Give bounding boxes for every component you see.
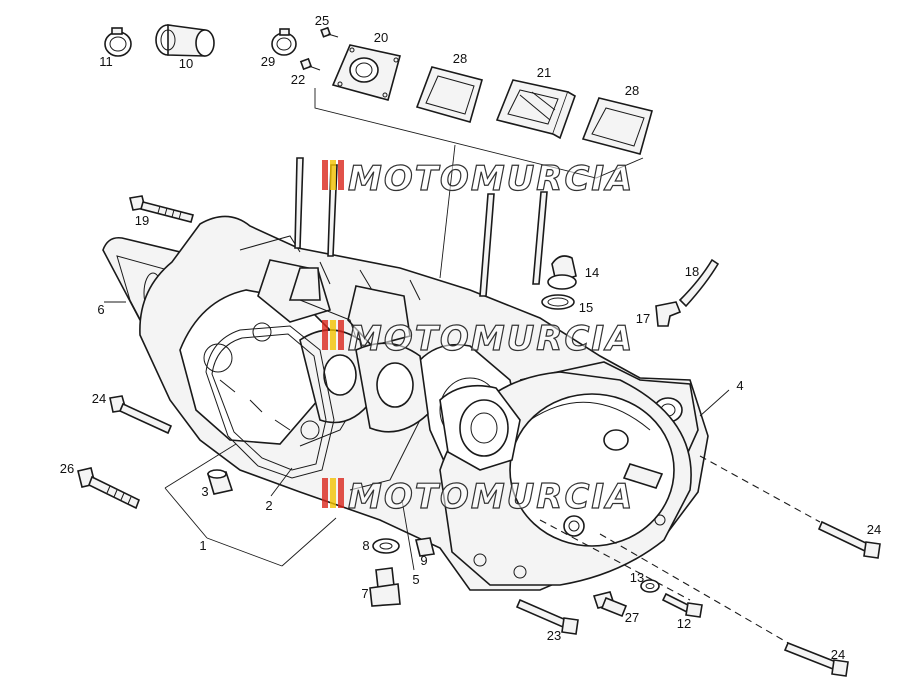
watermark-text: MOTOMURCIA <box>348 159 634 199</box>
part-11-hose-clamp <box>104 27 132 57</box>
watermark-middle: MOTOMURCIA <box>322 318 634 360</box>
watermark-logo-yellow-bar <box>330 160 336 190</box>
part-22-screw <box>299 57 321 71</box>
watermark-logo-red-bar <box>338 160 344 190</box>
watermark-text: MOTOMURCIA <box>348 319 634 359</box>
callout-10: 10 <box>179 56 193 71</box>
part-9-dowel <box>415 537 435 557</box>
part-24-bolt-right-lower <box>783 641 849 677</box>
callout-29: 29 <box>261 54 275 69</box>
part-3-dowel <box>206 469 234 495</box>
watermark-logo-red-bar <box>338 320 344 350</box>
part-13-washer <box>640 579 660 593</box>
callout-6: 6 <box>97 302 104 317</box>
callout-15: 15 <box>579 300 593 315</box>
crankshaft <box>299 329 429 433</box>
callout-24-left: 24 <box>92 391 106 406</box>
callout-12: 12 <box>677 616 691 631</box>
part-26-bolt <box>77 467 141 510</box>
callout-7: 7 <box>361 586 368 601</box>
part-10-intake-sleeve <box>155 24 215 57</box>
watermark-text: MOTOMURCIA <box>348 477 634 517</box>
watermark-bottom: MOTOMURCIA <box>322 476 634 518</box>
callout-labels: 1 2 3 4 5 6 7 8 9 10 11 12 13 14 15 17 1… <box>60 13 881 662</box>
part-27-drain-plug <box>592 591 628 618</box>
part-25-screw <box>320 26 339 38</box>
callout-14: 14 <box>585 265 599 280</box>
part-14-filler-plug <box>547 255 577 290</box>
callout-13: 13 <box>630 570 644 585</box>
part-28-gasket-left <box>415 66 483 123</box>
callout-22: 22 <box>291 72 305 87</box>
watermark-logo-yellow-bar <box>330 478 336 508</box>
part-23-bolt <box>515 598 579 635</box>
callout-26: 26 <box>60 461 74 476</box>
callout-18: 18 <box>685 264 699 279</box>
callout-3: 3 <box>201 484 208 499</box>
part-28-gasket-right <box>581 97 653 155</box>
callout-24-right-lower: 24 <box>831 647 845 662</box>
part-8-washer <box>372 538 400 554</box>
watermark-top: MOTOMURCIA <box>322 158 634 200</box>
callout-27: 27 <box>625 610 639 625</box>
part-24-bolt-left <box>109 395 173 435</box>
callout-5: 5 <box>412 572 419 587</box>
part-15-o-ring <box>541 294 575 310</box>
watermark-logo-yellow-bar <box>330 320 336 350</box>
callout-23: 23 <box>547 628 561 643</box>
part-24-bolt-right-upper <box>817 520 881 559</box>
watermark-logo-red-bar <box>338 478 344 508</box>
watermark-logo-red-bar <box>322 478 328 508</box>
watermark-logo-red-bar <box>322 320 328 350</box>
callout-19: 19 <box>135 213 149 228</box>
leader-lines <box>104 301 730 571</box>
callout-28-right: 28 <box>625 83 639 98</box>
callout-2: 2 <box>265 498 272 513</box>
part-19-bolt <box>129 195 194 223</box>
part-20-intake-manifold <box>331 44 401 101</box>
part-17-elbow-fitting <box>655 301 682 327</box>
callout-11: 11 <box>99 54 113 69</box>
part-18-breather-hose <box>678 258 720 308</box>
callout-20: 20 <box>374 30 388 45</box>
part-2-center-gasket <box>205 325 335 479</box>
part-12-bolt <box>661 592 703 618</box>
callout-24-right-upper: 24 <box>867 522 881 537</box>
callout-9: 9 <box>420 553 427 568</box>
part-7-drain-bolt <box>369 567 401 607</box>
part-21-reed-valve <box>495 79 576 140</box>
callout-21: 21 <box>537 65 551 80</box>
callout-4: 4 <box>736 378 743 393</box>
callout-1: 1 <box>199 538 206 553</box>
watermark-logo-red-bar <box>322 160 328 190</box>
callout-28-left: 28 <box>453 51 467 66</box>
callout-8: 8 <box>362 538 369 553</box>
callout-25: 25 <box>315 13 329 28</box>
part-29-hose-clamp <box>271 28 297 56</box>
callout-17: 17 <box>636 311 650 326</box>
part-4-clutch-cover <box>439 371 692 586</box>
